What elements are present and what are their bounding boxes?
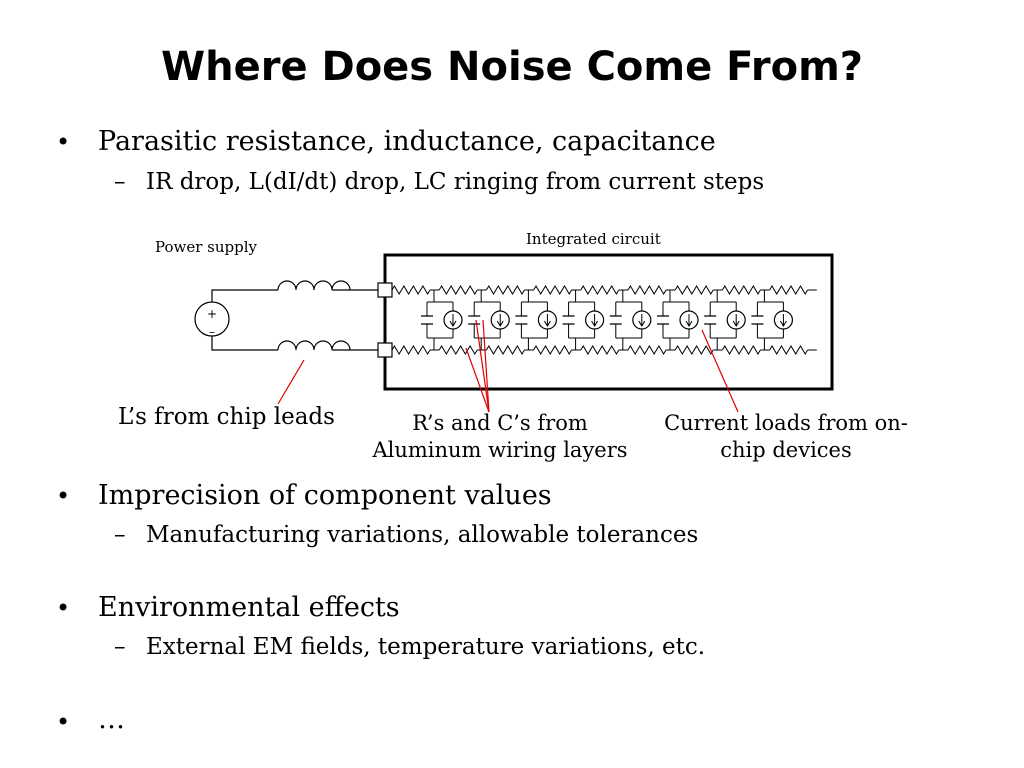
sub-bullet-parasitics: IR drop, L(dI/dt) drop, LC ringing from …	[146, 169, 765, 195]
callout-arrows	[277, 319, 739, 413]
bond-pad-top	[377, 282, 393, 298]
rc-arrow-1	[465, 347, 490, 413]
rc-callout-line2: Aluminum wiring layers	[371, 438, 627, 462]
inductor-callout: L’s from chip leads	[118, 404, 335, 430]
resistor-bottom	[438, 345, 478, 355]
capacitor-plates	[609, 315, 622, 325]
integrated-circuit-label: Integrated circuit	[526, 230, 661, 248]
minus-sign: –	[209, 325, 215, 339]
rc-arrow-3	[482, 319, 490, 413]
bullet-parasitics: Parasitic resistance, inductance, capaci…	[98, 126, 716, 157]
capacitor-plates	[468, 315, 481, 325]
resistor-bottom	[391, 345, 431, 355]
current-arrow-icon	[496, 314, 504, 327]
capacitor-plates	[421, 315, 433, 325]
sub-bullet-environmental: External EM fields, temperature variatio…	[146, 634, 706, 660]
branch-wire	[663, 301, 689, 339]
capacitor-plates	[515, 315, 528, 325]
current-arrow-icon	[543, 314, 551, 327]
resistor-bottom	[769, 345, 809, 355]
current-arrow-icon	[685, 314, 693, 327]
branch-wire	[427, 301, 453, 339]
branch-wire	[710, 301, 737, 339]
bullet-imprecision: Imprecision of component values	[98, 480, 552, 511]
rc-callout-line1: R’s and C’s from	[412, 411, 588, 435]
resistor-bottom	[674, 345, 714, 355]
sub-bullet-dash: –	[114, 634, 126, 660]
resistor-top	[721, 285, 761, 295]
sub-bullet-imprecision: Manufacturing variations, allowable tole…	[146, 522, 699, 548]
resistor-top	[391, 285, 431, 295]
bond-pad-bottom	[377, 342, 393, 358]
resistor-top	[438, 285, 478, 295]
bullet-dot: •	[56, 482, 71, 510]
current-arrow-icon	[591, 314, 599, 327]
sub-bullet-dash: –	[114, 169, 126, 195]
slide-title: Where Does Noise Come From?	[160, 44, 863, 90]
resistor-top	[485, 285, 525, 295]
bullet-ellipsis: …	[98, 704, 125, 735]
power-supply-label: Power supply	[155, 238, 258, 256]
resistor-top	[674, 285, 714, 295]
resistor-top	[627, 285, 667, 295]
inductor-top	[277, 280, 351, 291]
rc-ladder	[391, 285, 817, 355]
supply-wire-top	[211, 289, 278, 302]
loads-arrow	[701, 329, 739, 413]
branch-wire	[521, 301, 548, 339]
chip-outline	[383, 253, 834, 391]
loads-callout-line2: chip devices	[720, 438, 852, 462]
supply-wire-bottom	[211, 336, 278, 351]
sub-bullet-dash: –	[114, 522, 126, 548]
resistor-bottom	[485, 345, 525, 355]
inductor-bottom	[277, 340, 351, 351]
resistor-top	[580, 285, 620, 295]
bullet-dot: •	[56, 708, 71, 736]
resistor-bottom	[627, 345, 667, 355]
branch-wire	[568, 301, 595, 339]
bullet-dot: •	[56, 594, 71, 622]
resistor-bottom	[721, 345, 761, 355]
capacitor-plates	[704, 315, 717, 325]
current-arrow-icon	[779, 314, 787, 327]
plus-sign: +	[207, 307, 217, 321]
resistor-bottom	[533, 345, 573, 355]
bullet-environmental: Environmental effects	[98, 592, 400, 623]
loads-callout-line1: Current loads from on-	[664, 411, 908, 435]
rc-arrow-2	[475, 319, 490, 413]
noise-circuit-diagram: Power supply Integrated circuit + – L’s …	[118, 230, 908, 462]
branch-wire	[757, 301, 784, 339]
current-arrow-icon	[638, 314, 646, 327]
capacitor-plates	[562, 315, 575, 325]
capacitor-plates	[751, 315, 764, 325]
capacitor-plates	[657, 315, 669, 325]
current-arrow-icon	[732, 314, 740, 327]
resistor-top	[769, 285, 809, 295]
inductor-arrow	[277, 359, 305, 405]
bullet-dot: •	[56, 128, 71, 156]
resistor-bottom	[580, 345, 620, 355]
voltage-source: + –	[194, 301, 230, 339]
current-arrow-icon	[449, 314, 457, 327]
branch-wire	[615, 301, 642, 339]
resistor-top	[533, 285, 573, 295]
